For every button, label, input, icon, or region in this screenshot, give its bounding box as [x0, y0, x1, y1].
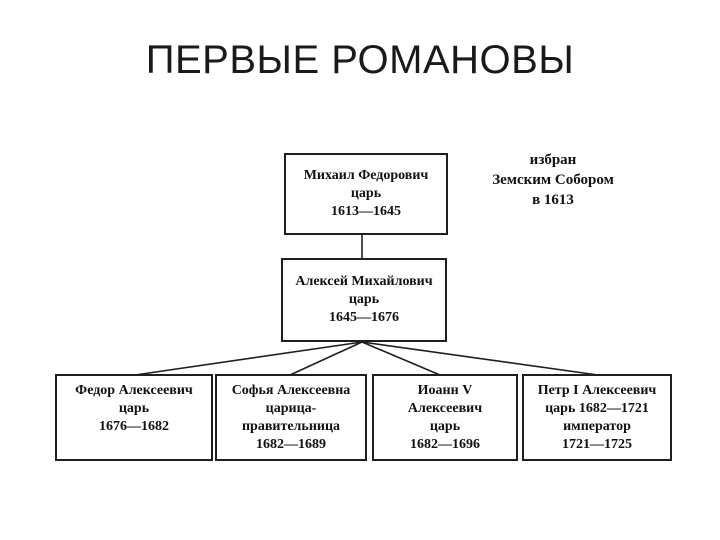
connector-second-to-child-4 [361, 341, 599, 376]
node-fedor-alekseevich: Федор Алексеевич царь 1676—1682 [55, 374, 213, 461]
node-line: царь [350, 186, 382, 201]
connector-second-to-child-3 [361, 341, 441, 376]
connector-second-to-child-2 [289, 341, 363, 376]
node-line: царь [429, 418, 461, 434]
node-petr-i: Петр I Алексеевич царь 1682—1721 императ… [522, 374, 672, 461]
node-line: царица- [265, 400, 317, 416]
node-line: Михаил Федорович [303, 168, 429, 183]
node-line: Иоанн V [417, 382, 473, 398]
node-line: 1721—1725 [562, 436, 632, 452]
note-line: Земским Собором [492, 172, 614, 188]
connector-second-to-child-1 [134, 341, 363, 376]
node-line: император [563, 418, 631, 434]
node-line: царь [348, 292, 380, 307]
node-line: Петр I Алексеевич [537, 382, 657, 398]
node-line: Алексей Михайлович [295, 274, 433, 289]
node-sofya-alekseevna: Софья Алексеевна царица- правительница 1… [215, 374, 367, 461]
node-line: 1613—1645 [331, 204, 401, 219]
node-line: царь 1682—1721 [545, 400, 649, 416]
node-line: 1645—1676 [329, 310, 399, 325]
note-line: в 1613 [532, 192, 574, 208]
slide-title: ПЕРВЫЕ РОМАНОВЫ [145, 38, 575, 82]
node-line: Федор Алексеевич [75, 383, 193, 398]
node-line: 1682—1689 [256, 436, 326, 452]
node-line: Софья Алексеевна [231, 382, 351, 398]
node-mikhail-fedorovich: Михаил Федорович царь 1613—1645 [284, 153, 448, 235]
node-line: 1676—1682 [99, 419, 169, 434]
node-line: 1682—1696 [410, 436, 480, 452]
node-line: правительница [241, 418, 341, 434]
note-line: избран [529, 152, 577, 168]
node-line: Алексеевич [407, 400, 483, 416]
node-ioann-v: Иоанн V Алексеевич царь 1682—1696 [372, 374, 518, 461]
election-note: избран Земским Собором в 1613 [468, 150, 638, 210]
node-line: царь [118, 401, 150, 416]
node-aleksei-mikhailovich: Алексей Михайлович царь 1645—1676 [281, 258, 447, 342]
